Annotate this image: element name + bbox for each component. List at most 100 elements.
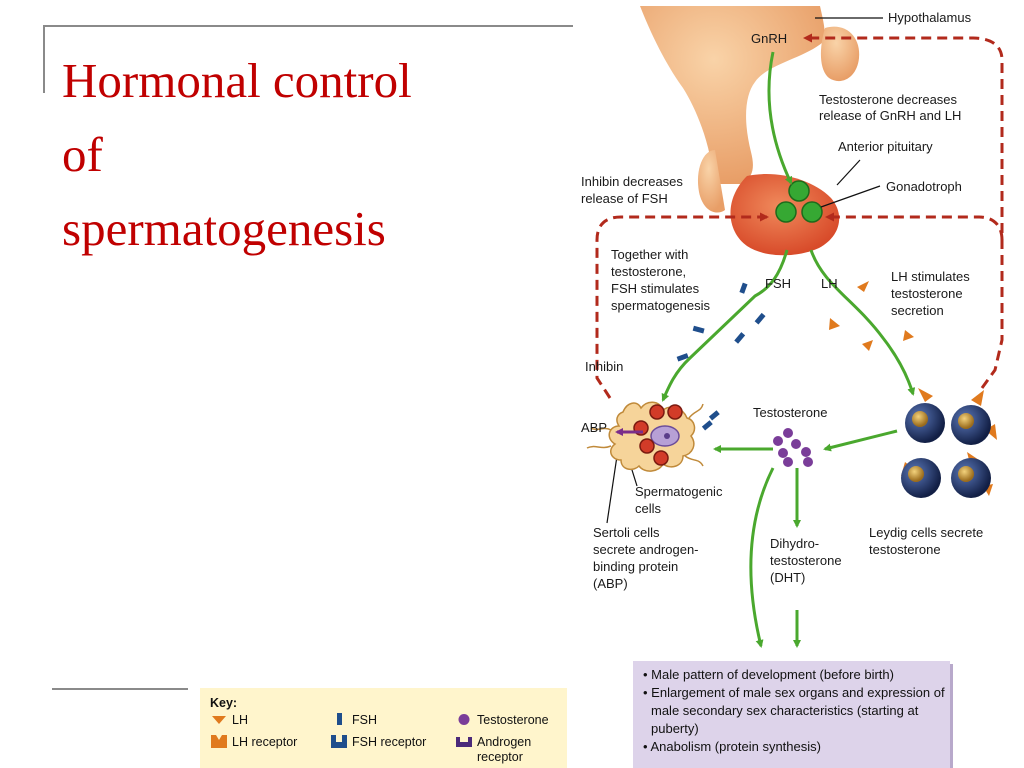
anterior-pituitary-label: Anterior pituitary (838, 139, 933, 154)
testosterone-marker-icon (458, 714, 470, 725)
lh-molecule (857, 281, 869, 292)
effect-item: Enlargement of male sex organs and expre… (641, 684, 950, 738)
slide-frame-bottom-line (52, 688, 188, 690)
gonadotroph-label: Gonadotroph (886, 179, 962, 194)
effect-item: Male pattern of development (before birt… (641, 666, 950, 684)
key-androgen-receptor-label-1: Androgen (477, 734, 532, 749)
spermatogenic-label-1: Spermatogenic (635, 484, 723, 499)
sertoli-label-3: binding protein (593, 559, 678, 574)
key-androgen-receptor: Androgen (455, 734, 531, 749)
key-lh-receptor-label: LH receptor (232, 734, 298, 749)
anterior-pituitary-leader-line (836, 159, 861, 186)
dht-label-3: (DHT) (770, 570, 805, 585)
testosterone-label: Testosterone (753, 405, 827, 420)
dht-label-1: Dihydro- (770, 536, 819, 551)
fsh-molecule (708, 410, 720, 421)
sertoli-leader-line (606, 455, 618, 524)
testosterone-molecule (773, 436, 783, 446)
testosterone-molecule (783, 457, 793, 467)
key-lh-receptor: LH receptor (210, 734, 297, 749)
inhibin-feedback-label-2: release of FSH (581, 191, 668, 206)
key-fsh-receptor-label: FSH receptor (352, 734, 427, 749)
effect-item: Anabolism (protein synthesis) (641, 738, 950, 756)
key-testosterone: Testosterone (455, 712, 549, 727)
testosterone-feedback-lh-arrow (825, 212, 1004, 241)
leydig-cells (901, 388, 997, 498)
key-lh: LH (210, 712, 248, 727)
inhibin-feedback-arrow (595, 212, 769, 399)
fsh-stimulates-label-4: spermatogenesis (611, 298, 710, 313)
lh-molecule (903, 330, 914, 341)
androgen-receptor-icon (456, 737, 472, 747)
inhibin-label: Inhibin (585, 359, 623, 374)
slide-title: Hormonal control of spermatogenesis (62, 44, 532, 266)
sertoli-label-1: Sertoli cells (593, 525, 660, 540)
testosterone-effects-list: Male pattern of development (before birt… (633, 661, 950, 756)
lh-marker-icon (212, 716, 226, 724)
testosterone-molecule (791, 439, 801, 449)
fsh-molecule (734, 332, 746, 344)
fsh-molecule (676, 353, 689, 362)
fsh-arrow (661, 249, 789, 402)
testosterone-molecule (801, 447, 811, 457)
fsh-stimulates-label-1: Together with (611, 247, 688, 262)
spermatogenic-cell (653, 450, 669, 466)
key-androgen-receptor-label-2: receptor (477, 749, 523, 764)
testosterone-feedback-arrow (803, 33, 1004, 389)
gonadotroph-leader-line (820, 185, 881, 208)
sertoli-label-2: secrete androgen- (593, 542, 699, 557)
key-androgen-receptor-line-2: receptor (477, 749, 523, 764)
testosterone-to-effects-arrow (749, 467, 775, 648)
sertoli-cell (586, 401, 704, 472)
gonadotroph-cell-2 (775, 201, 797, 223)
fsh-molecule (754, 312, 766, 325)
lh-molecule (829, 318, 840, 330)
lh-stimulates-label-3: secretion (891, 303, 944, 318)
key-fsh: FSH (330, 712, 377, 727)
fsh-marker-icon (337, 713, 342, 725)
hypothalamus-tissue (640, 6, 860, 213)
spermatogenic-cell (639, 438, 655, 454)
leydig-label-1: Leydig cells secrete (869, 525, 983, 540)
slide-title-line-1: Hormonal control (62, 53, 412, 108)
hormonal-control-diagram: Hypothalamus GnRH Testosterone decreases… (581, 6, 1004, 648)
leydig-to-testosterone-arrow (823, 429, 898, 452)
key-fsh-receptor: FSH receptor (330, 734, 426, 749)
fsh-label: FSH (765, 276, 791, 291)
lh-receptor-icon (211, 735, 227, 748)
slide-frame-top-line (43, 25, 573, 27)
slide-title-line-3: spermatogenesis (62, 201, 386, 256)
fsh-stimulates-label-3: FSH stimulates (611, 281, 700, 296)
fsh-molecule (692, 325, 705, 334)
lh-label: LH (821, 276, 838, 291)
sertoli-label-4: (ABP) (593, 576, 628, 591)
leydig-label-2: testosterone (869, 542, 941, 557)
slide-frame-left-line (43, 25, 45, 93)
lh-molecule (862, 340, 873, 351)
slide-title-line-2: of (62, 127, 103, 182)
dht-label-2: testosterone (770, 553, 842, 568)
testosterone-feedback-label-2: release of GnRH and LH (819, 108, 961, 123)
fsh-receptor-icon (331, 735, 347, 748)
key-title: Key: (210, 696, 238, 710)
lh-arrow (809, 249, 916, 396)
spermatogenic-cell (649, 404, 665, 420)
gnrh-label: GnRH (751, 31, 787, 46)
fsh-stimulates-label-2: testosterone, (611, 264, 686, 279)
lh-stimulates-label-1: LH stimulates (891, 269, 970, 284)
testosterone-molecule (783, 428, 793, 438)
gonadotroph-cell-1 (788, 180, 810, 202)
fsh-molecule (701, 420, 713, 431)
lh-stimulates-label-2: testosterone (891, 286, 963, 301)
inhibin-feedback-label-1: Inhibin decreases (581, 174, 683, 189)
testosterone-molecule (778, 448, 788, 458)
abp-label: ABP (581, 420, 607, 435)
spermatogenic-cell (667, 404, 683, 420)
testosterone-molecule (803, 457, 813, 467)
fsh-molecule (739, 282, 748, 294)
testosterone-effects-box: Male pattern of development (before birt… (633, 661, 950, 768)
testosterone-feedback-label-1: Testosterone decreases (819, 92, 958, 107)
key-fsh-label: FSH (352, 712, 377, 727)
key-lh-label: LH (232, 712, 248, 727)
gnrh-arrow (767, 51, 793, 185)
